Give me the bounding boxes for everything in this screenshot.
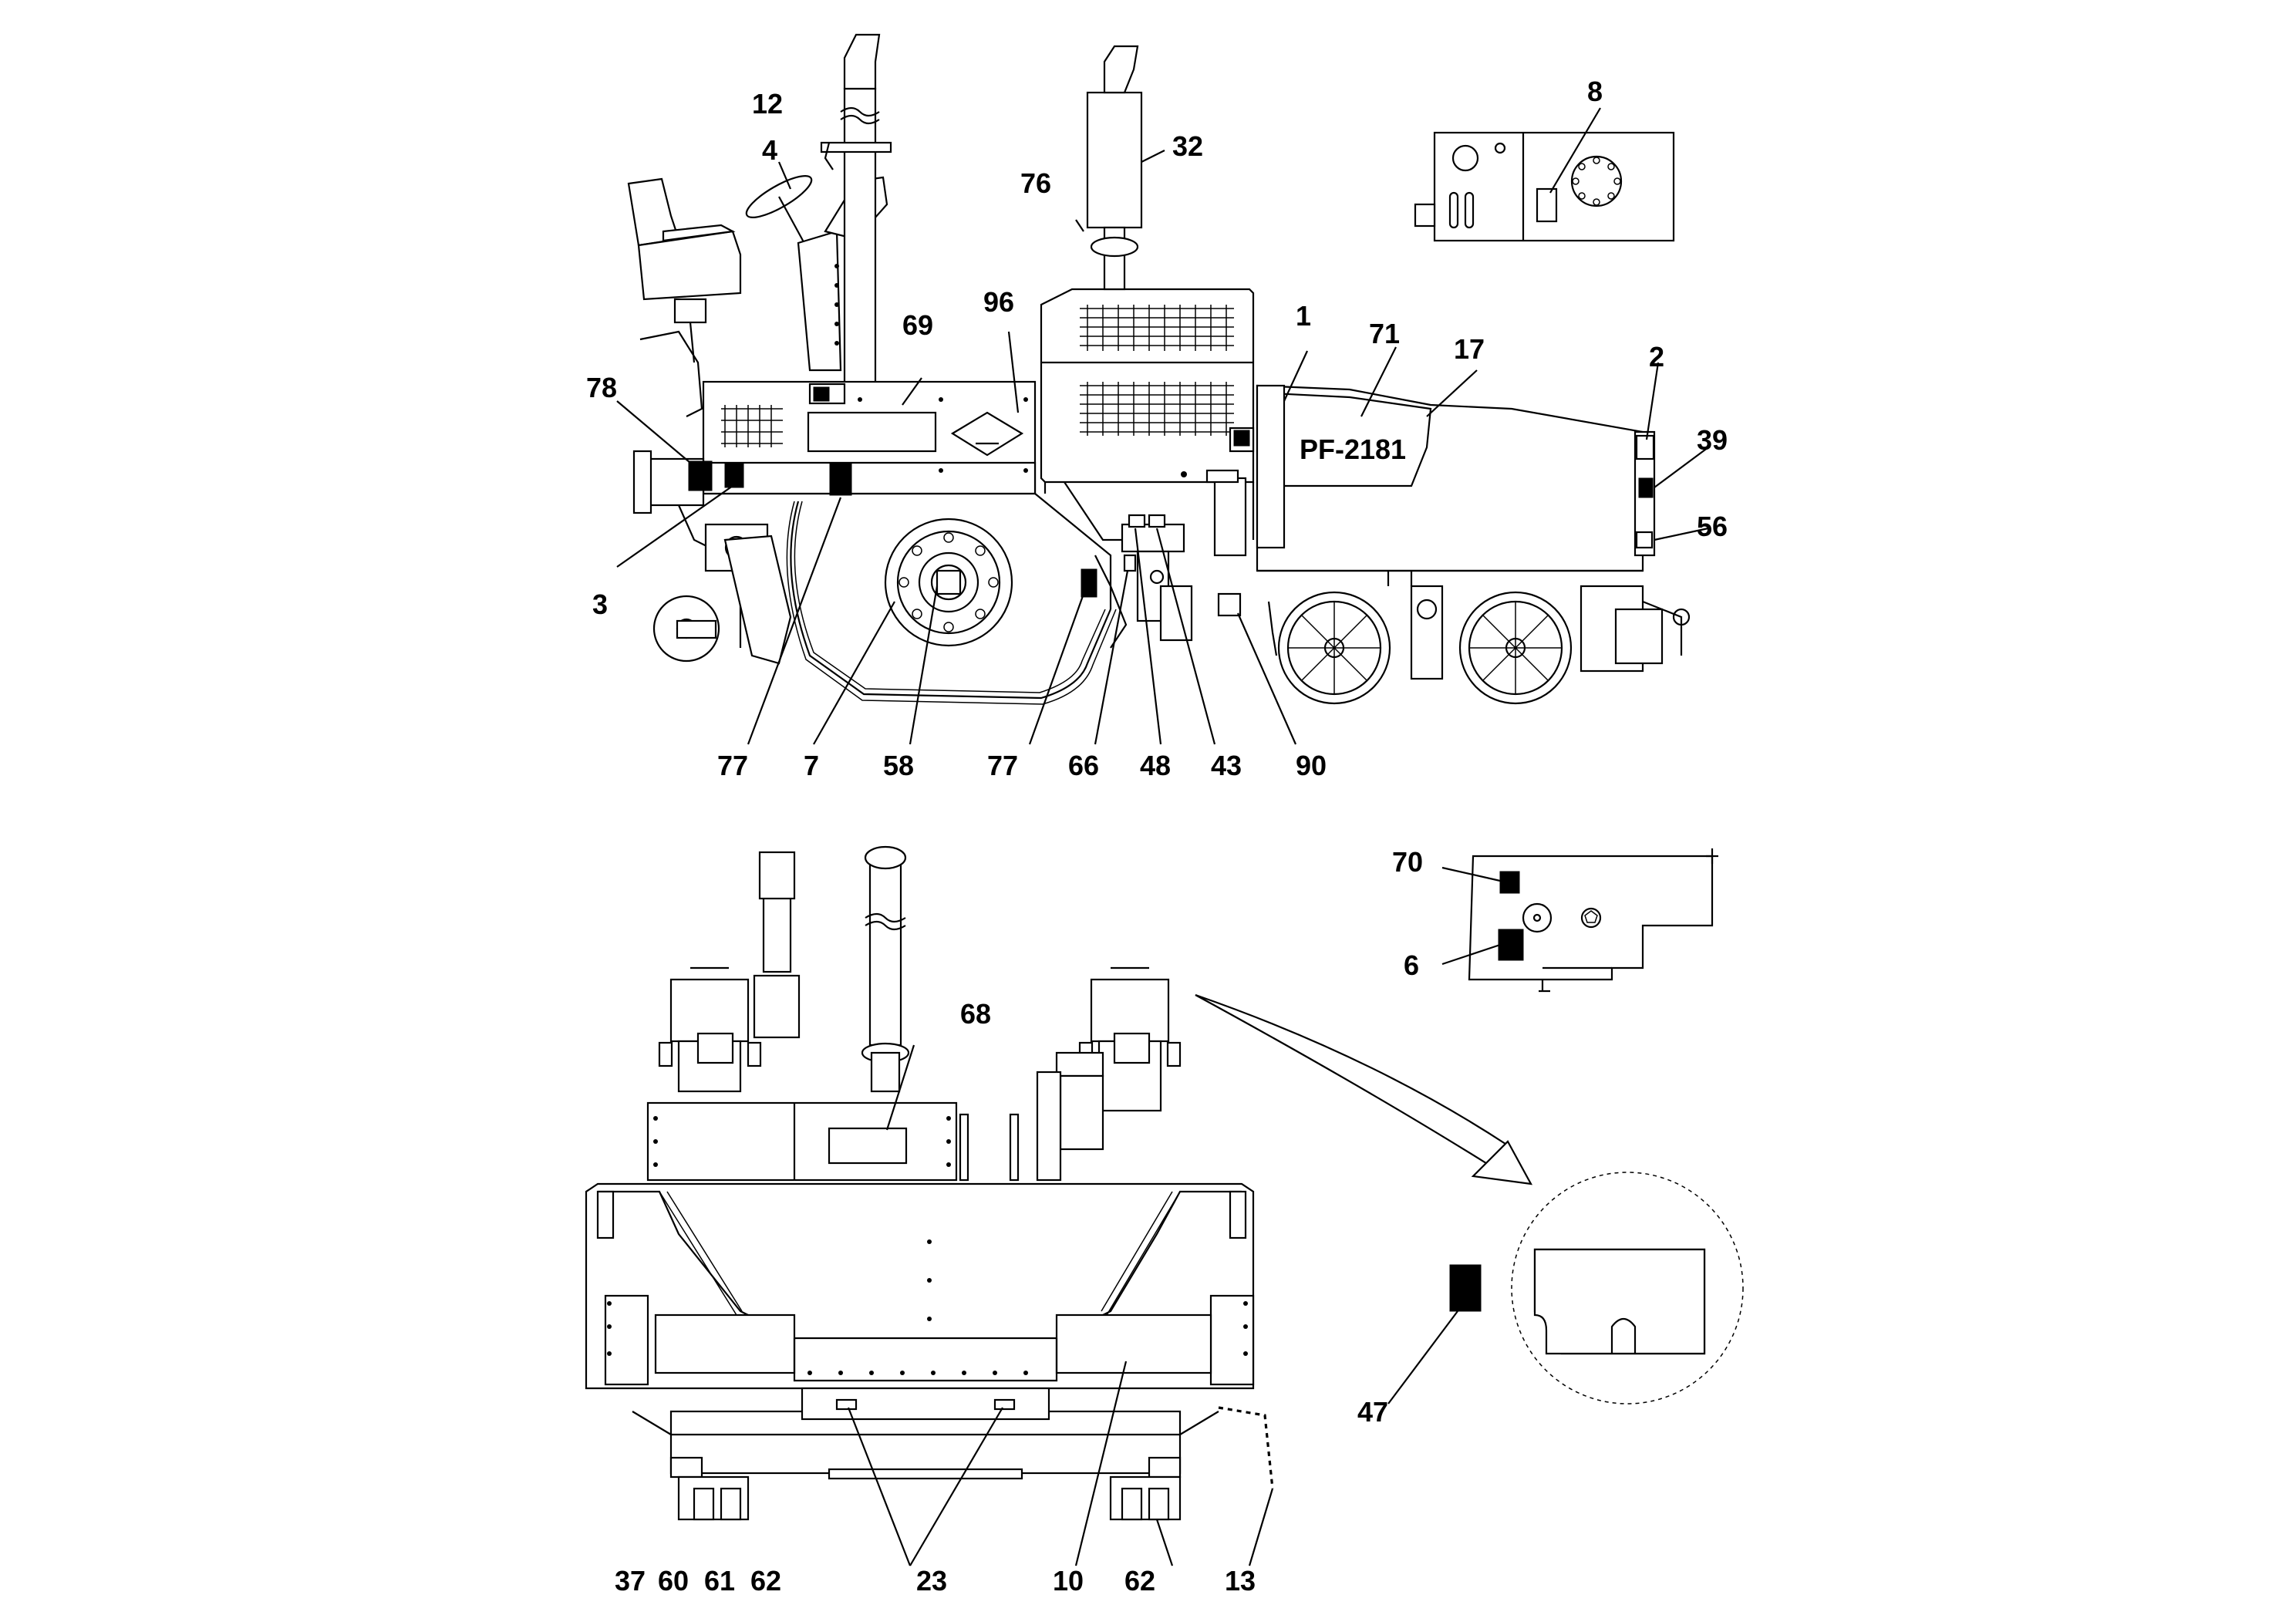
model-plate-text: PF-2181 xyxy=(1300,433,1406,465)
decal-66 xyxy=(1123,554,1137,572)
decal-2 xyxy=(1635,434,1655,460)
decal-68 xyxy=(828,1127,908,1165)
callout-17: 17 xyxy=(1454,333,1485,365)
decal-39 xyxy=(1638,477,1654,498)
front-view xyxy=(585,845,1274,1521)
control-station xyxy=(1094,469,1247,649)
callout-7: 7 xyxy=(804,750,819,781)
callout-47: 47 xyxy=(1357,1396,1388,1428)
engine-hood xyxy=(1040,288,1255,541)
front-right-console xyxy=(1055,966,1182,1151)
callout-56: 56 xyxy=(1697,511,1728,542)
push-roller xyxy=(652,595,720,663)
callout-61: 61 xyxy=(704,1565,735,1597)
callout-76: 76 xyxy=(1020,167,1051,199)
detail-circle-47 xyxy=(1195,993,1744,1404)
rear-wheels xyxy=(1267,585,1573,705)
callout-13: 13 xyxy=(1225,1565,1256,1597)
hood-grille-upper xyxy=(1080,305,1234,351)
decal-77-front xyxy=(829,462,852,496)
decal-8 xyxy=(1536,187,1558,223)
callout-1: 1 xyxy=(1296,300,1311,332)
callout-78: 78 xyxy=(586,372,617,403)
callout-labels: 12 4 76 32 8 69 96 1 71 17 2 39 56 78 3 … xyxy=(586,76,1728,1597)
steering-column xyxy=(745,175,888,372)
decal-1 xyxy=(1233,430,1250,447)
callout-77-rear: 77 xyxy=(987,750,1018,781)
decal-77-rear xyxy=(1081,568,1097,598)
callout-39: 39 xyxy=(1697,424,1728,456)
front-undercarriage xyxy=(632,1387,1219,1521)
callout-2: 2 xyxy=(1649,341,1664,373)
push-roller-bracket xyxy=(632,450,792,665)
rear-hitch xyxy=(1580,585,1691,673)
callout-69: 69 xyxy=(902,309,933,341)
callout-70: 70 xyxy=(1392,846,1423,878)
callout-58: 58 xyxy=(883,750,914,781)
decal-6 xyxy=(1498,929,1524,961)
callout-4: 4 xyxy=(762,134,777,166)
decal-90 xyxy=(1217,592,1242,617)
callout-68: 68 xyxy=(960,998,991,1030)
callout-62-left: 62 xyxy=(750,1565,781,1597)
detail-inset-8 xyxy=(1414,131,1675,242)
frame-grille xyxy=(721,405,783,447)
crawler-track xyxy=(786,493,1117,705)
callout-8: 8 xyxy=(1587,76,1603,107)
decal-3 xyxy=(724,462,744,488)
leader-lines xyxy=(616,107,1709,1566)
front-engine-block xyxy=(646,1071,1062,1182)
callout-60: 60 xyxy=(658,1565,689,1597)
decal-47 xyxy=(1449,1264,1482,1312)
operator-seat xyxy=(627,177,742,417)
decal-70 xyxy=(1499,871,1520,894)
callout-6: 6 xyxy=(1404,949,1419,981)
callout-62-right: 62 xyxy=(1124,1565,1155,1597)
hopper-frame xyxy=(702,380,1037,495)
callout-48: 48 xyxy=(1140,750,1171,781)
callout-90: 90 xyxy=(1296,750,1327,781)
drive-wheel xyxy=(884,518,1013,647)
callout-77-front: 77 xyxy=(717,750,748,781)
decal-78 xyxy=(688,460,713,491)
callout-32: 32 xyxy=(1172,130,1203,162)
decal-48 xyxy=(1128,514,1146,528)
callout-3: 3 xyxy=(592,588,608,620)
callout-43: 43 xyxy=(1211,750,1242,781)
callout-66: 66 xyxy=(1068,750,1099,781)
callout-37: 37 xyxy=(615,1565,646,1597)
detail-inset-70-6 xyxy=(1468,848,1718,993)
front-left-console xyxy=(658,966,762,1093)
side-view-decals xyxy=(688,430,1655,617)
callout-71: 71 xyxy=(1369,318,1400,349)
callout-96: 96 xyxy=(983,286,1014,318)
left-exhaust-stack xyxy=(820,33,892,391)
decal-43 xyxy=(1148,514,1166,528)
front-hopper xyxy=(585,1182,1255,1390)
callout-12: 12 xyxy=(752,88,783,120)
callout-10: 10 xyxy=(1053,1565,1084,1597)
side-view: PF-2181 xyxy=(627,33,1691,705)
callout-23: 23 xyxy=(916,1565,947,1597)
front-chain xyxy=(1218,1406,1274,1489)
decal-56 xyxy=(1635,531,1654,549)
muffler xyxy=(1086,45,1143,291)
hood-grille-lower xyxy=(1080,382,1234,436)
tractor-body: PF-2181 xyxy=(1229,384,1656,586)
front-exhaust-stacks xyxy=(753,845,910,1093)
hopper-bolt-row xyxy=(807,1371,1028,1375)
